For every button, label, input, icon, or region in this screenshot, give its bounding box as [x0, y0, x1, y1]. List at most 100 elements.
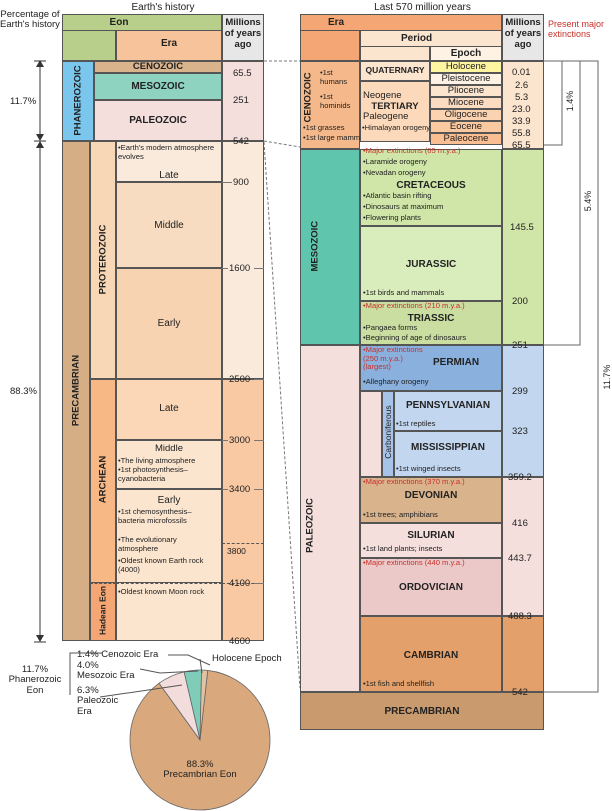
permian-label: PERMIAN	[433, 357, 480, 368]
right-epoch-label: Epoch	[450, 48, 482, 59]
pie-label-cenozoic: 1.4% Cenozoic Era	[77, 649, 159, 660]
tick	[254, 379, 264, 380]
phan-mya-cells	[222, 61, 264, 141]
rt-299: 299	[512, 386, 528, 397]
prot-middle-box	[116, 182, 222, 268]
bracket-2: 5.4%	[583, 189, 593, 213]
tertiary-box	[360, 81, 430, 142]
precambrian-label: PRECAMBRIAN	[70, 354, 82, 427]
sil-ev-1: •1st land plants; insects	[363, 544, 443, 553]
rt-323: 323	[512, 426, 528, 437]
tri-ev-2: •Beginning of age of dinosaurs	[363, 333, 467, 342]
permian-box	[360, 345, 502, 391]
prot-middle-label: Middle	[154, 220, 184, 231]
r-cen-mya	[502, 61, 544, 149]
tertiary-label: TERTIARY	[371, 101, 419, 112]
cam-ev-1: •1st fish and shellfish	[363, 679, 435, 688]
himalayan-label: •Himalayan orogeny	[362, 123, 431, 132]
rt-416: 416	[512, 518, 528, 529]
et-4: 33.9	[512, 116, 531, 127]
left-eon-col-header	[62, 30, 116, 61]
cen-ev-humans: •1st humans	[320, 68, 348, 86]
lt-3400: 3400	[229, 484, 251, 495]
ordovician-label: ORDOVICIAN	[399, 582, 463, 593]
quaternary-box	[360, 61, 430, 81]
silurian-box	[360, 523, 502, 558]
silurian-label: SILURIAN	[407, 530, 455, 541]
pennsylvanian-box	[394, 391, 502, 431]
lt-65: 65.5	[233, 68, 252, 79]
right-era-label: Era	[328, 17, 345, 28]
r-paleozoic-label: PALEOZOIC	[304, 498, 316, 553]
triassic-label: TRIASSIC	[407, 313, 455, 324]
r-mesozoic-label: MESOZOIC	[309, 220, 321, 272]
right-period-label: Period	[401, 33, 433, 44]
cenozoic-era-box	[94, 61, 222, 73]
tick	[254, 440, 264, 441]
pennsylvanian-label: PENNSYLVANIAN	[405, 400, 491, 411]
et-6: 65.5	[512, 140, 531, 151]
r-cenozoic-box	[300, 61, 360, 149]
right-mya-label: Millions of years ago	[504, 17, 542, 50]
dev-ev-1: •1st trees; amphibians	[363, 510, 438, 519]
lt-251: 251	[233, 95, 249, 106]
pie-slice-precambrian	[129, 669, 271, 811]
right-epoch-header	[430, 46, 502, 61]
devonian-label: DEVONIAN	[404, 490, 458, 501]
pie-label-paleozoic: 6.3% Paleozoic Era	[77, 685, 119, 717]
right-brackets	[544, 60, 599, 693]
cen-ev-hominids: •1st hominids	[320, 92, 351, 110]
r-mesozoic-box	[300, 149, 360, 345]
paleogene-label: Paleogene	[363, 111, 409, 122]
paleozoic-era-box	[94, 100, 222, 141]
prec-mya-prot	[222, 141, 264, 379]
arch-early-event-3: •Oldest known Earth rock (4000)	[118, 556, 204, 574]
arch-early-event-1: •1st chemosynthesis–bacteria microfossil…	[118, 507, 192, 525]
tick	[254, 489, 264, 490]
mississippian-box	[394, 431, 502, 477]
epoch-eocene-label: Eocene	[449, 121, 483, 132]
prot-late-box	[116, 141, 222, 182]
lt-542: 542	[233, 136, 249, 147]
arch-middle-event-2: •1st photosynthesis–cyanobacteria	[118, 465, 188, 483]
bracket-3: 11.7%	[602, 362, 612, 392]
jurassic-label: JURASSIC	[405, 259, 457, 270]
r-paleo-mya-3	[502, 616, 544, 692]
tick	[222, 268, 228, 269]
r-paleozoic-box	[300, 345, 360, 692]
et-3: 23.0	[512, 104, 531, 115]
cretaceous-box	[360, 149, 502, 226]
lt-1600: 1600	[229, 263, 251, 274]
tick	[222, 489, 228, 490]
cen-ev-grasses: •1st grasses	[303, 123, 345, 132]
pie-label-mesozoic: 4.0% Mesozoic Era	[77, 660, 135, 682]
rt-443: 443.7	[508, 553, 532, 564]
r-precambrian-box	[300, 692, 544, 730]
epoch-pleistocene-label: Pleistocene	[441, 73, 491, 84]
phanerozoic-box	[62, 61, 94, 141]
jur-ev-1: •1st birds and mammals	[363, 288, 445, 297]
arch-early-box	[116, 489, 222, 583]
prot-late-label: Late	[159, 170, 179, 181]
pct-prec: 88.3%	[10, 386, 37, 399]
arch-early-event-2: •The evolutionary atmosphere	[118, 535, 177, 553]
paleozoic-era-label: PALEOZOIC	[129, 115, 187, 126]
prot-late-event: •Earth's modern atmosphere evolves	[118, 143, 215, 161]
precambrian-box	[62, 141, 90, 641]
left-title: Earth's history	[131, 2, 195, 13]
epoch-paleocene-label: Paleocene	[443, 133, 489, 144]
carb-left-blank	[360, 391, 382, 477]
rt-488: 488.3	[508, 611, 532, 622]
prec-mya-arch	[222, 379, 264, 641]
rt-359: 359.2	[508, 472, 532, 483]
dash-4100	[222, 583, 264, 584]
pct-header: Percentage of Earth's history	[0, 9, 60, 31]
tick	[222, 440, 228, 441]
epoch-pliocene-label: Pliocene	[447, 85, 485, 96]
epoch-miocene-label: Miocene	[448, 97, 484, 108]
cambrian-label: CAMBRIAN	[403, 650, 459, 661]
right-title: Last 570 million years	[374, 2, 471, 13]
archean-box	[90, 379, 116, 583]
r-paleo-mya-1	[502, 345, 544, 477]
rt-200: 200	[512, 296, 528, 307]
